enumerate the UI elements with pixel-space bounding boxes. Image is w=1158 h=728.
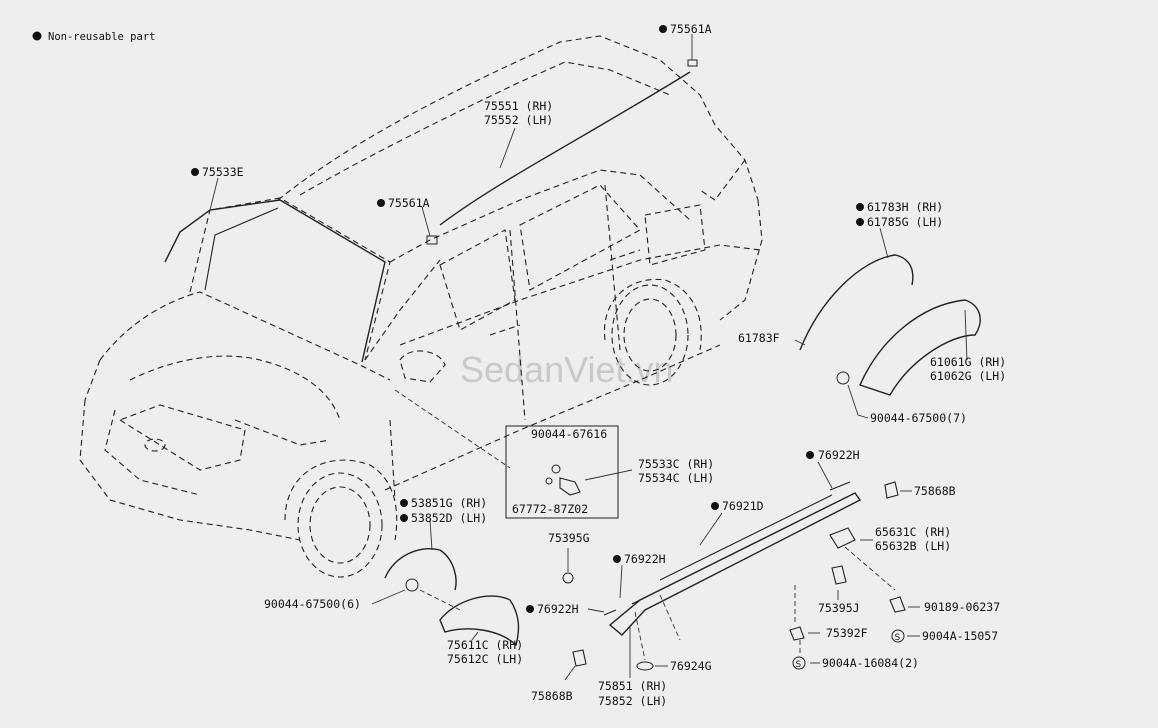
label-67772-87z02: 67772-87Z02 xyxy=(512,502,588,516)
clip-75395g xyxy=(562,572,574,584)
nut-75392f xyxy=(789,626,805,641)
label-76922h-a: 76922H xyxy=(818,448,860,462)
rocker-molding-end-76922h-b xyxy=(631,595,649,605)
clip-75395j xyxy=(831,565,847,585)
label-76924g: 76924G xyxy=(670,659,712,673)
label-76922h-c: 76922H xyxy=(537,602,579,616)
label-75561a-top: 75561A xyxy=(670,22,712,36)
label-9004a-16084: 9004A-16084(2) xyxy=(822,656,919,670)
label-65632b: 65632B (LH) xyxy=(875,539,951,553)
label-75851: 75851 (RH) xyxy=(598,679,667,693)
dot-icon-53852d xyxy=(400,514,408,522)
label-75534c: 75534C (LH) xyxy=(638,471,714,485)
rocker-molding-end-76922h xyxy=(829,481,851,491)
detail-inset-box xyxy=(505,425,619,519)
legend-dot-icon xyxy=(32,31,42,41)
label-75868b-a: 75868B xyxy=(914,484,956,498)
s-markers: S S xyxy=(792,629,905,670)
label-61061g: 61061G (RH) xyxy=(930,355,1006,369)
label-75611c: 75611C (RH) xyxy=(447,638,523,652)
dot-icon-75533e xyxy=(191,168,199,176)
clip-75561a-mid xyxy=(426,235,438,245)
wheel-arch-molding-61783h xyxy=(799,254,914,351)
label-90044-67500-6: 90044-67500(6) xyxy=(264,597,361,611)
label-75852: 75852 (LH) xyxy=(598,694,667,708)
dot-icon-75561a-top xyxy=(659,25,667,33)
dot-icon-76922h-b xyxy=(613,555,621,563)
non-reusable-markers xyxy=(191,25,864,613)
label-61783h: 61783H (RH) xyxy=(867,200,943,214)
dot-icon-61783h xyxy=(856,203,864,211)
label-75552: 75552 (LH) xyxy=(484,113,553,127)
clip-75561a-top xyxy=(687,59,698,67)
label-75395j: 75395J xyxy=(818,601,860,615)
nut-90189-06237 xyxy=(889,596,906,613)
label-75533e: 75533E xyxy=(202,165,244,179)
front-arch-molding-53851g xyxy=(384,548,457,591)
label-75392f: 75392F xyxy=(826,626,868,640)
label-53851g: 53851G (RH) xyxy=(411,496,487,510)
label-75868b-b: 75868B xyxy=(531,689,573,703)
dot-icon-53851g xyxy=(400,499,408,507)
car-body-outline xyxy=(79,35,763,578)
dot-icon-76922h-c xyxy=(526,605,534,613)
svg-text:S: S xyxy=(796,660,802,670)
dot-icon-76921d xyxy=(711,502,719,510)
clip-75868b-front xyxy=(572,649,587,667)
label-90044-67500-7: 90044-67500(7) xyxy=(870,411,967,425)
s-icon-9004a-15057 xyxy=(891,629,905,643)
dot-icon-61785g xyxy=(856,218,864,226)
label-9004a-15057: 9004A-15057 xyxy=(922,629,998,643)
rocker-molding-76921d xyxy=(659,494,833,581)
label-76921d: 76921D xyxy=(722,499,764,513)
windshield-glass-edge xyxy=(204,207,279,291)
label-53852d: 53852D (LH) xyxy=(411,511,487,525)
label-90189-06237: 90189-06237 xyxy=(924,600,1000,614)
clip-75868b-rear xyxy=(884,481,899,499)
s-icon-9004a-16084 xyxy=(792,656,806,670)
label-65631c: 65631C (RH) xyxy=(875,525,951,539)
front-fender-flare-75611c xyxy=(439,595,520,647)
leader-lines xyxy=(209,34,968,681)
label-75395g: 75395G xyxy=(548,531,590,545)
watermark: SedanViet.vn xyxy=(460,349,674,390)
dot-icon-75561a-mid xyxy=(377,199,385,207)
label-75612c: 75612C (LH) xyxy=(447,652,523,666)
rocker-molding-end-76922h-c xyxy=(603,609,617,616)
door-molding-clip-detail xyxy=(545,464,581,496)
windshield-molding-75533e xyxy=(164,199,386,363)
dot-icon-76922h-a xyxy=(806,451,814,459)
label-75533c: 75533C (RH) xyxy=(638,457,714,471)
clip-90044-67500-rear xyxy=(836,371,850,385)
label-61785g: 61785G (LH) xyxy=(867,215,943,229)
label-90044-67616: 90044-67616 xyxy=(531,427,607,441)
label-76922h-b: 76922H xyxy=(624,552,666,566)
roof-molding-75551 xyxy=(439,71,691,226)
clip-90044-67500-front xyxy=(405,578,419,592)
label-61062g: 61062G (LH) xyxy=(930,369,1006,383)
label-75561a-mid: 75561A xyxy=(388,196,430,210)
bracket-65631c xyxy=(829,527,856,549)
svg-text:S: S xyxy=(895,633,901,643)
fender-flare-61061g xyxy=(859,299,981,396)
label-75551: 75551 (RH) xyxy=(484,99,553,113)
clip-76924g xyxy=(636,661,654,671)
part-labels: 75561A 75551 (RH) 75552 (LH) 75533E 7556… xyxy=(202,22,1006,708)
legend-text: Non-reusable part xyxy=(48,31,155,43)
label-61783f: 61783F xyxy=(738,331,780,345)
